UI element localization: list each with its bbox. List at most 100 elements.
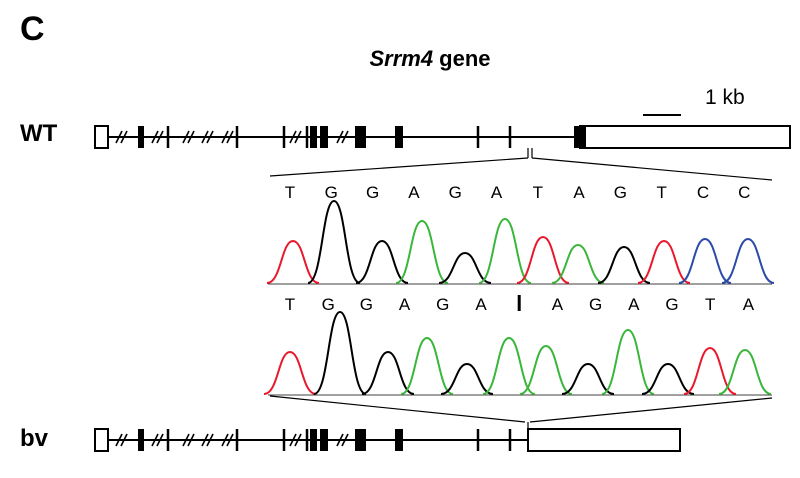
break-mark <box>120 433 128 447</box>
sequence-base: C <box>697 183 709 202</box>
break-mark <box>289 433 297 447</box>
sequence-base: T <box>657 183 667 202</box>
break-mark <box>226 130 234 144</box>
sequence-base: G <box>360 295 373 314</box>
break-mark <box>187 433 195 447</box>
wt-label: WT <box>20 120 58 147</box>
trace-peak <box>313 310 367 395</box>
break-mark <box>336 130 344 144</box>
trace-peak <box>678 237 732 284</box>
gene-title-suffix: gene <box>433 46 491 71</box>
sequence-base: A <box>573 183 585 202</box>
bv-gene-structure <box>94 428 681 452</box>
exon-block <box>395 126 403 148</box>
exon-block <box>138 126 144 148</box>
wt-last-exon-utr <box>579 125 791 149</box>
break-mark <box>115 130 123 144</box>
panel-letter: C <box>20 10 45 48</box>
break-mark <box>115 433 123 447</box>
sequence-base: T <box>285 295 295 314</box>
sequence-base: G <box>366 183 379 202</box>
trace-peak <box>482 336 536 395</box>
bv-first-exon <box>94 428 109 452</box>
trace-peak <box>601 328 655 395</box>
break-mark <box>226 433 234 447</box>
scale-bar-label: 1 kb <box>705 86 745 109</box>
trace-peak <box>597 245 651 284</box>
gene-features <box>115 126 512 451</box>
exon-block <box>310 126 317 148</box>
trace-peak <box>438 251 492 284</box>
trace-peak <box>718 348 772 395</box>
break-mark <box>201 130 209 144</box>
break-mark <box>206 130 214 144</box>
wt-last-exon-coding <box>574 126 586 148</box>
trace-peak <box>561 362 615 395</box>
trace-peak <box>516 235 570 284</box>
trace-peak <box>519 344 573 395</box>
sequence-base: A <box>475 295 487 314</box>
trace-peak <box>641 362 695 395</box>
top-chromatogram <box>266 199 775 284</box>
sequence-base: A <box>399 295 411 314</box>
bottom-chromatogram <box>263 310 772 395</box>
exon-block <box>138 429 144 451</box>
break-mark <box>206 433 214 447</box>
break-mark <box>221 433 229 447</box>
break-mark <box>341 130 349 144</box>
gene-title: Srrm4 gene <box>0 46 800 72</box>
trace-peak <box>355 239 409 284</box>
break-mark <box>151 433 159 447</box>
break-mark <box>294 433 302 447</box>
wt-first-exon <box>94 125 109 149</box>
break-mark <box>120 130 128 144</box>
break-mark <box>182 130 190 144</box>
sequence-base: G <box>436 295 449 314</box>
trace-peak <box>263 350 317 395</box>
bv-label: bv <box>20 425 49 452</box>
exon-block <box>395 429 403 451</box>
sequence-base: G <box>325 183 338 202</box>
trace-peak <box>307 199 361 284</box>
sequence-base: A <box>491 183 503 202</box>
exon-block <box>355 429 366 451</box>
zoom-lines <box>269 148 773 429</box>
sequence-base: A <box>552 295 564 314</box>
gene-name: Srrm4 <box>369 46 434 71</box>
trace-peak <box>551 243 605 284</box>
exon-block <box>355 126 366 148</box>
sequence-base: T <box>285 183 295 202</box>
trace-peak <box>400 336 454 395</box>
sequence-base: A <box>743 295 755 314</box>
bv-truncated-exon <box>527 428 681 452</box>
break-mark <box>341 433 349 447</box>
sequence-base: A <box>628 295 640 314</box>
break-mark <box>336 433 344 447</box>
sequence-base: A <box>408 183 420 202</box>
trace-peak <box>395 219 449 284</box>
break-mark <box>156 130 164 144</box>
sequence-base: C <box>738 183 750 202</box>
sequence-base: G <box>665 295 678 314</box>
sequence-base: G <box>449 183 462 202</box>
break-mark <box>187 130 195 144</box>
trace-peak <box>637 239 691 284</box>
trace-peak <box>478 217 532 284</box>
break-mark <box>182 433 190 447</box>
break-mark <box>289 130 297 144</box>
trace-peak <box>683 346 737 395</box>
break-mark <box>201 433 209 447</box>
sequence-base: T <box>533 183 543 202</box>
break-mark <box>294 130 302 144</box>
sequence-base: G <box>322 295 335 314</box>
trace-peak <box>721 237 775 284</box>
sequence-base: G <box>614 183 627 202</box>
exon-block <box>320 126 328 148</box>
trace-peak <box>440 362 494 395</box>
exon-block <box>320 429 328 451</box>
trace-peak <box>266 239 320 284</box>
sequence-base: G <box>589 295 602 314</box>
